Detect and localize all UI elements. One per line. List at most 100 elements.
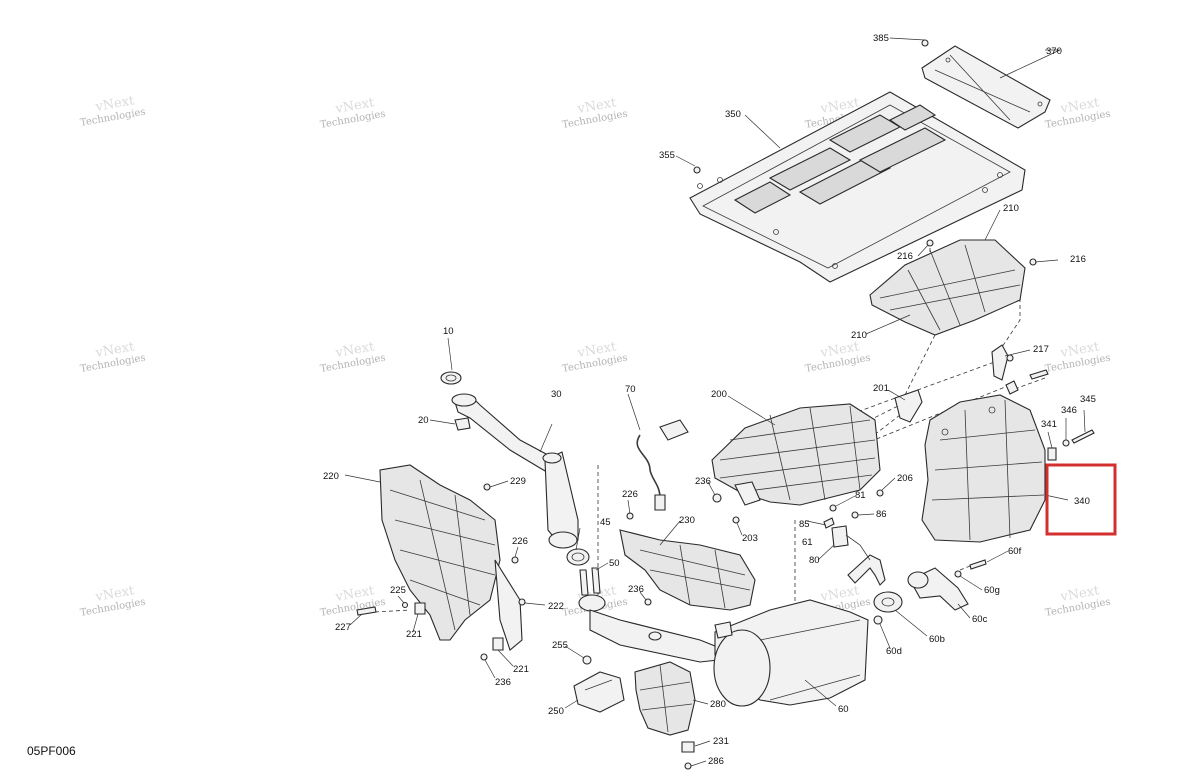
callout-226-right: 226	[622, 489, 638, 500]
callout-201: 201	[873, 383, 889, 394]
callout-340: 340	[1074, 496, 1090, 507]
bracket-370	[921, 45, 1051, 129]
fastener-341	[1047, 447, 1057, 461]
fastener-225	[401, 601, 409, 609]
washer-346	[1062, 439, 1070, 447]
washer-222	[518, 598, 526, 606]
callout-226-left: 226	[512, 536, 528, 547]
callout-346: 346	[1061, 405, 1077, 416]
callout-370: 370	[1046, 46, 1062, 57]
highlight-box-340	[1045, 463, 1117, 536]
watermark: vNext Technologies	[79, 339, 146, 375]
callout-231: 231	[713, 736, 729, 747]
callout-50: 50	[609, 558, 620, 569]
watermark: vNext Technologies	[79, 93, 146, 129]
callout-236-left: 236	[495, 677, 511, 688]
callout-221-upper: 221	[406, 629, 422, 640]
callout-216-left: 216	[897, 251, 913, 262]
screw-206	[876, 489, 884, 497]
bolt-236-left	[480, 653, 488, 661]
clip-20	[454, 417, 471, 431]
callout-61: 61	[802, 537, 813, 548]
callout-229: 229	[510, 476, 526, 487]
bolt-286	[684, 762, 692, 770]
callout-81: 81	[855, 490, 866, 501]
callout-227: 227	[335, 622, 351, 633]
bolt-355	[693, 166, 701, 174]
callout-206: 206	[897, 473, 913, 484]
nut-1040	[1005, 369, 1049, 395]
screw-203	[732, 516, 740, 524]
callout-350: 350	[725, 109, 741, 120]
callout-345: 345	[1080, 394, 1096, 405]
callout-222: 222	[548, 601, 564, 612]
watermark: vNext Technologies	[319, 583, 386, 619]
washer-86	[851, 511, 859, 519]
washer-81	[829, 504, 837, 512]
bolt-236-lower	[644, 598, 652, 606]
clip-221-upper	[414, 602, 426, 615]
svg-text:vNext: vNext	[818, 583, 861, 605]
callout-250: 250	[548, 706, 564, 717]
callout-60c: 60c	[972, 614, 988, 625]
svg-text:vNext: vNext	[93, 93, 136, 115]
bolt-236-middle	[712, 493, 722, 503]
watermark: vNext Technologies	[1044, 339, 1111, 375]
clip-231	[681, 741, 695, 753]
muffler-60	[589, 599, 869, 707]
fastener-61	[823, 517, 835, 529]
callout-341: 341	[1041, 419, 1057, 430]
callout-210-bottom: 210	[851, 330, 867, 341]
svg-text:vNext: vNext	[818, 339, 861, 361]
callout-60f: 60f	[1008, 546, 1022, 557]
nut-60d	[873, 615, 883, 625]
front-pipe-30	[451, 393, 579, 549]
gasket-45	[566, 548, 590, 566]
callout-60: 60	[838, 704, 849, 715]
clip-221-lower	[492, 637, 504, 651]
callout-10: 10	[443, 326, 454, 337]
bolt-227	[356, 606, 377, 616]
figure-code: 05PF006	[27, 744, 76, 758]
watermark: vNext Technologies	[561, 95, 628, 131]
screw-345	[1071, 429, 1095, 444]
callout-60d: 60d	[886, 646, 902, 657]
heat-shield-210	[869, 239, 1026, 336]
svg-text:vNext: vNext	[1058, 339, 1101, 361]
watermark: vNext Technologies	[319, 339, 386, 375]
callout-236-lower: 236	[628, 584, 644, 595]
washer-60g	[954, 570, 962, 578]
leader-lines	[344, 37, 1086, 767]
tail-pipe-60c	[907, 567, 969, 611]
svg-text:vNext: vNext	[333, 95, 376, 117]
svg-text:vNext: vNext	[575, 95, 618, 117]
clamp-50	[578, 567, 606, 612]
bolt-60f	[969, 559, 987, 570]
heat-shield-340	[921, 394, 1046, 543]
oxygen-sensor-70	[636, 419, 689, 511]
svg-text:vNext: vNext	[93, 339, 136, 361]
callout-80: 80	[809, 555, 820, 566]
svg-text:vNext: vNext	[575, 339, 618, 361]
callout-216-right: 216	[1070, 254, 1086, 265]
watermark: vNext Technologies	[804, 339, 871, 375]
watermark: vNext Technologies	[79, 583, 146, 619]
callout-20: 20	[418, 415, 429, 426]
callout-221-lower: 221	[513, 664, 529, 675]
callout-60g: 60g	[984, 585, 1000, 596]
heat-shield-280	[634, 661, 696, 736]
callout-236-middle: 236	[695, 476, 711, 487]
svg-text:vNext: vNext	[818, 95, 861, 117]
callout-210-top: 210	[1003, 203, 1019, 214]
heat-shield-220	[379, 464, 523, 651]
screw-226-left	[511, 556, 519, 564]
catalytic-converter-200	[711, 403, 881, 506]
bracket-201	[894, 389, 923, 423]
callout-230: 230	[679, 515, 695, 526]
screw-216-left	[926, 239, 934, 247]
callout-286: 286	[708, 756, 724, 767]
callout-385: 385	[873, 33, 889, 44]
bracket-217	[991, 344, 1014, 381]
flange-60b	[873, 591, 903, 613]
